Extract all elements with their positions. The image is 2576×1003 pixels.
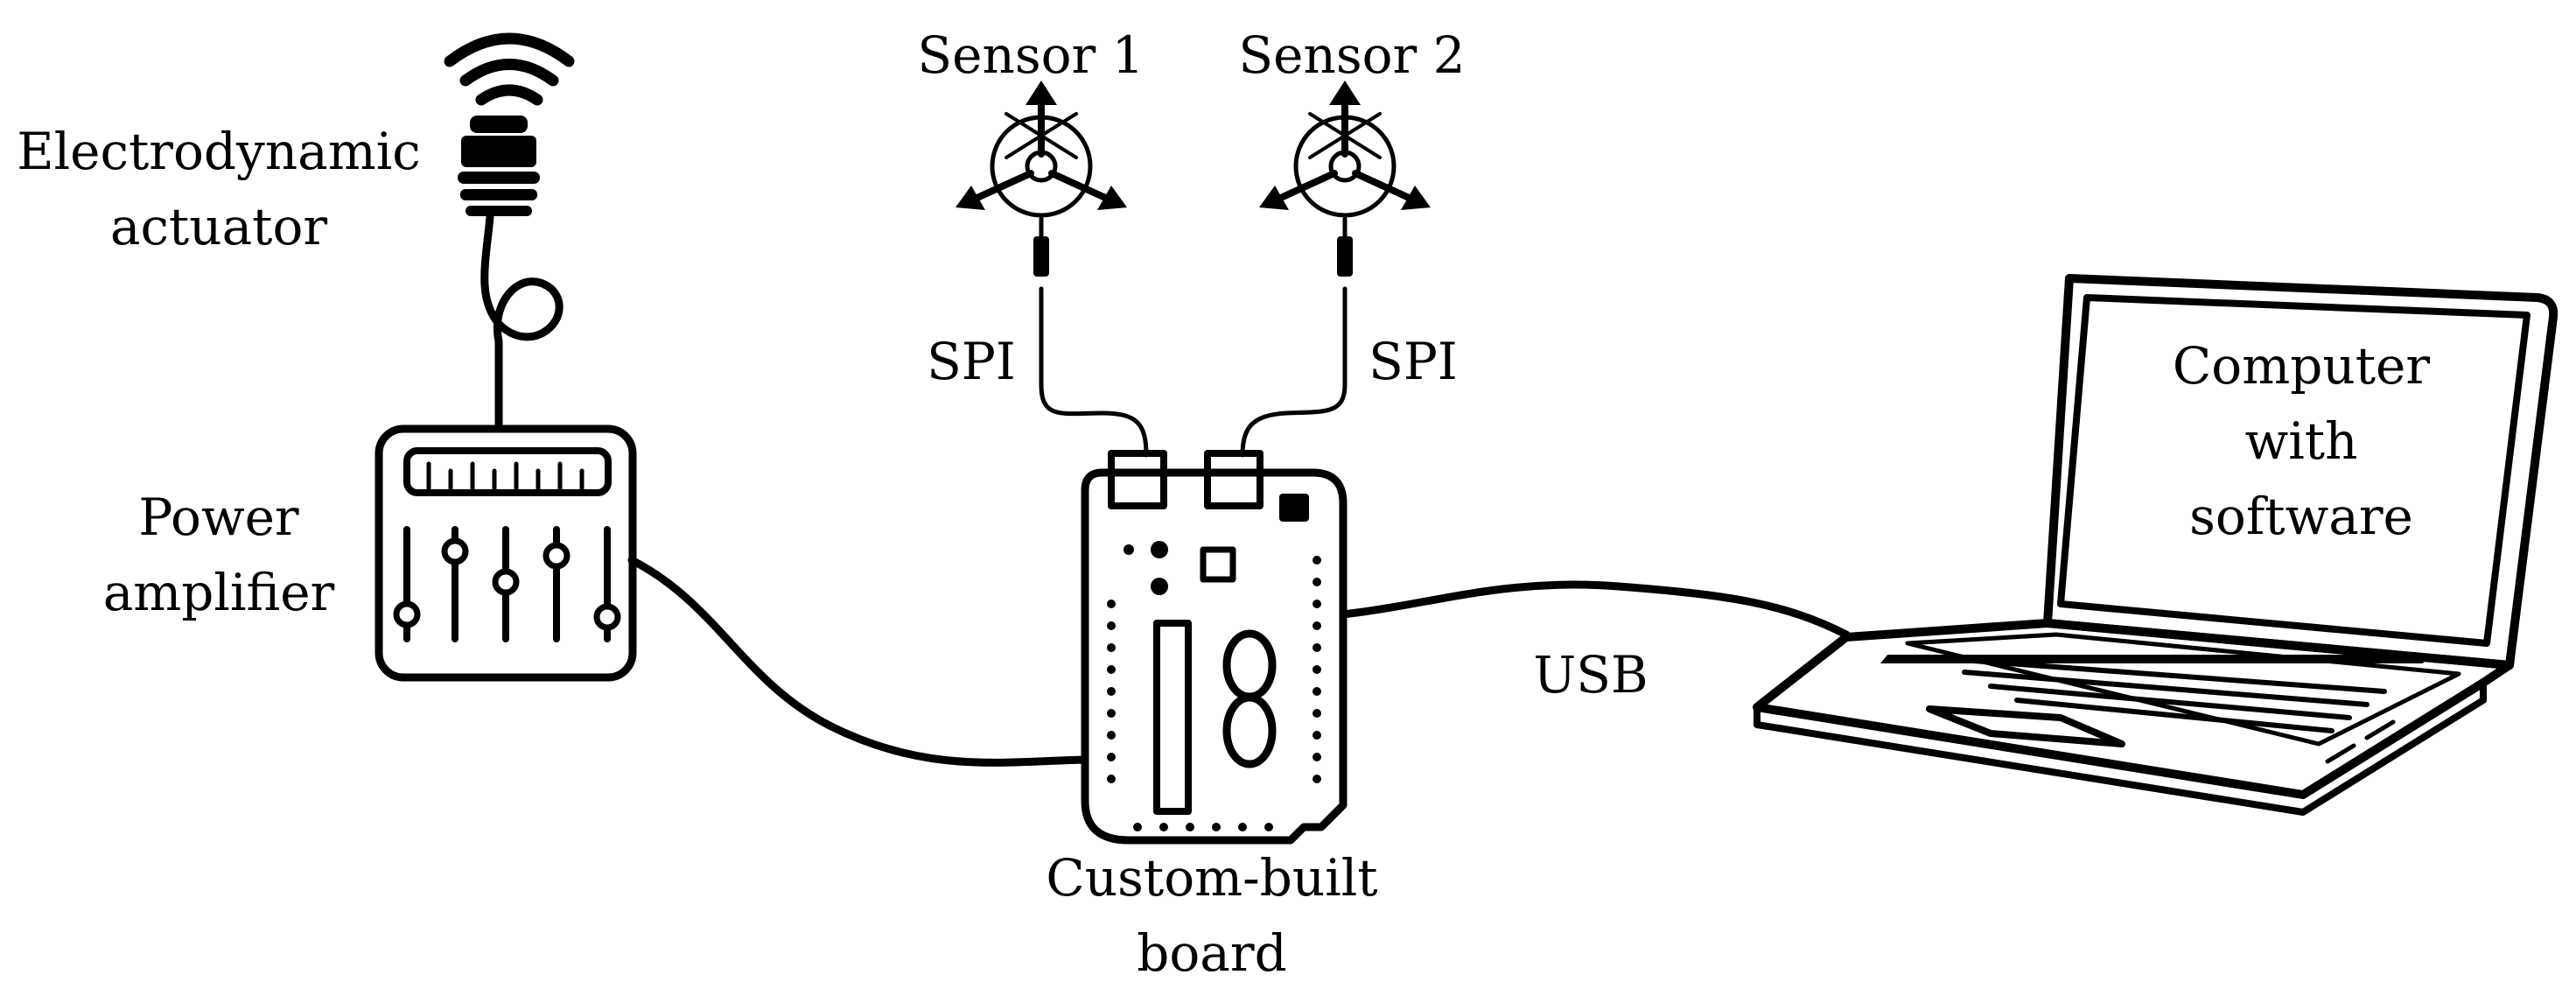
usb-cable	[1339, 580, 1851, 639]
sensor1-label: Sensor 1	[917, 25, 1144, 85]
board-label-line1: Custom-built	[1046, 848, 1378, 908]
spi-left-label: SPI	[927, 332, 1016, 391]
computer-label: Computer with software	[2173, 328, 2430, 554]
wireless-signal-icon	[444, 32, 575, 106]
microcontroller-board-icon	[1081, 450, 1348, 845]
computer-label-line3: software	[2189, 487, 2413, 546]
amplifier-board-cable	[627, 556, 1089, 767]
actuator-cable	[480, 213, 564, 433]
laptop-icon	[1753, 274, 2558, 816]
sensor-axes-icon	[1259, 81, 1431, 277]
sensor2-cable	[1240, 286, 1348, 458]
sensor-axes-icon	[956, 81, 1127, 277]
cables	[480, 213, 1851, 767]
board-label-line2: board	[1137, 923, 1287, 983]
computer-label-line1: Computer	[2172, 336, 2431, 396]
usb-label: USB	[1533, 645, 1648, 705]
actuator-coil-icon	[458, 116, 540, 216]
board-label: Custom-built board	[1046, 840, 1377, 991]
amplifier-label-line2: amplifier	[102, 563, 335, 622]
sensor1-cable	[1039, 286, 1149, 458]
computer-label-line2: with	[2244, 411, 2358, 471]
actuator-label-line2: actuator	[109, 197, 328, 256]
spi-right-label: SPI	[1368, 332, 1458, 391]
amplifier-label: Power amplifier	[103, 480, 335, 630]
sensor2-label: Sensor 2	[1238, 25, 1466, 85]
actuator-label: Electrodynamic actuator	[17, 114, 421, 264]
actuator-label-line1: Electrodynamic	[17, 122, 421, 181]
amplifier-label-line1: Power	[138, 487, 299, 547]
mixer-console-icon	[374, 424, 637, 682]
